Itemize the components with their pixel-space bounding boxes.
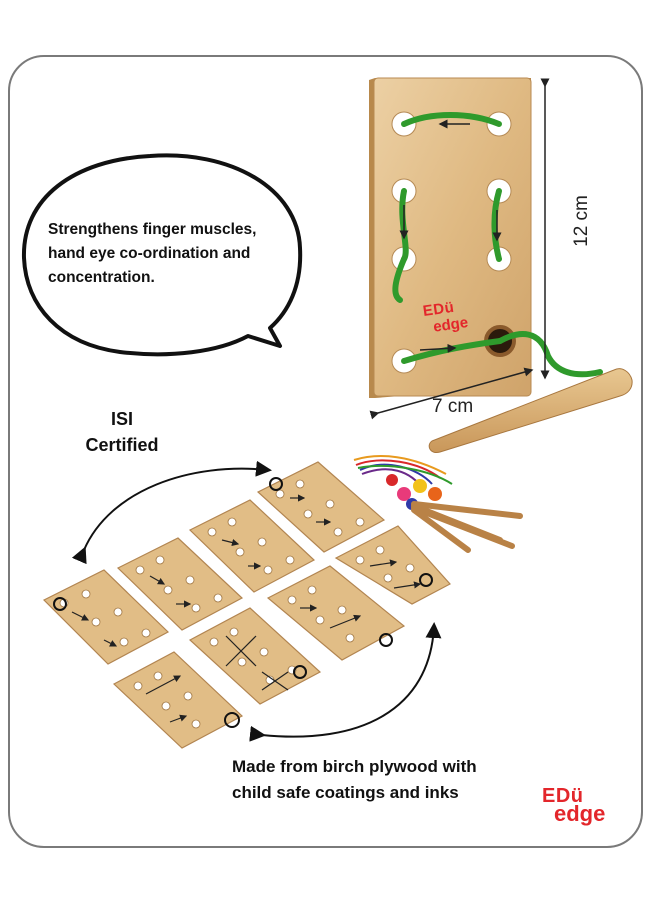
brand-logo-line1: EDü [542, 785, 584, 807]
isi-line1: ISI [110, 409, 133, 429]
speech-bubble [21, 153, 303, 357]
curved-arrow-bottom [249, 622, 442, 742]
material-line1: Made from birch plywood with [232, 757, 477, 776]
height-label: 12 cm [570, 195, 592, 247]
material-text: Made from birch plywood with child safe … [232, 754, 552, 806]
isi-line2: Certified [85, 435, 159, 455]
bubble-text: Strengthens finger muscles, hand eye co-… [48, 221, 257, 286]
brand-logo: EDü edge [542, 785, 606, 826]
brand-logo-line2: edge [554, 801, 606, 826]
isi-badge: ISI Certified [72, 406, 172, 458]
pattern-card [188, 607, 322, 705]
material-line2: child safe coatings and inks [232, 783, 459, 802]
lace-bundle [353, 455, 523, 553]
pattern-cards [42, 461, 451, 749]
pattern-card [42, 569, 170, 665]
pattern-card [112, 651, 244, 749]
width-dimension-line [369, 367, 534, 420]
pattern-card [116, 537, 244, 631]
pattern-card [188, 499, 316, 593]
pattern-card [256, 461, 386, 553]
curved-arrow-top [71, 460, 272, 565]
pattern-card [266, 565, 406, 661]
board-logo: EDü edge [422, 297, 469, 337]
width-label: 7 cm [432, 396, 474, 417]
main-lacing-board [369, 77, 603, 398]
